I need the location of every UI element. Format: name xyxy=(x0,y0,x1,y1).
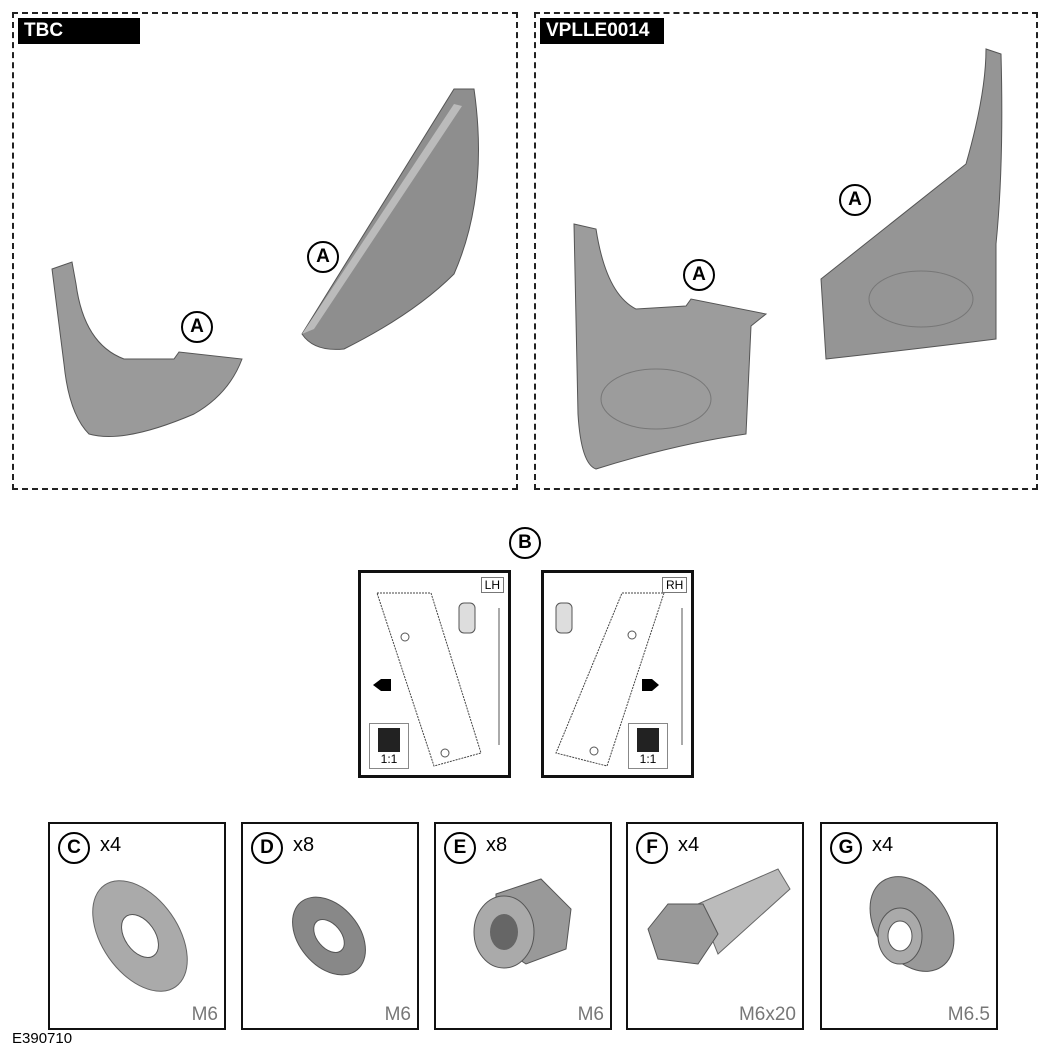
kit-panel-vplle0014: VPLLE0014 A A xyxy=(534,12,1038,490)
figure-id: E390710 xyxy=(12,1030,73,1047)
part-box-e: E x8 M6 xyxy=(434,822,612,1030)
front-arrow-icon xyxy=(642,679,659,691)
callout-a: A xyxy=(307,241,339,273)
part-quantity: x8 xyxy=(293,834,315,856)
drilling-template-lh: LH 1:1 xyxy=(358,570,511,778)
rear-mudflaps-illustration xyxy=(573,48,1003,470)
flat-washer-icon xyxy=(92,880,188,992)
template-outline xyxy=(555,592,683,767)
part-size: M6x20 xyxy=(738,1004,796,1025)
callout-a: A xyxy=(839,184,871,216)
part-box-g: G x4 M6.5 xyxy=(820,822,998,1030)
kit-panel-tbc: TBC A A xyxy=(12,12,518,490)
car-icon xyxy=(555,602,573,634)
rear-mudflaps-illustration xyxy=(51,88,479,437)
print-scale: 1:1 xyxy=(369,723,409,769)
flange-nut-icon xyxy=(473,878,572,969)
template-outline xyxy=(373,592,500,767)
front-arrow-icon xyxy=(373,679,391,691)
part-callout: D xyxy=(251,832,283,864)
part-size: M6 xyxy=(191,1004,218,1025)
part-quantity: x4 xyxy=(678,834,700,856)
part-callout: C xyxy=(58,832,90,864)
callout-a: A xyxy=(181,311,213,343)
part-box-f: F x4 M6x20 xyxy=(626,822,804,1030)
spacer-washer-icon xyxy=(292,896,366,976)
part-size: M6 xyxy=(577,1004,604,1025)
side-label: LH xyxy=(480,577,504,593)
printer-icon xyxy=(637,728,659,752)
part-callout: E xyxy=(444,832,476,864)
side-label: RH xyxy=(662,577,688,593)
print-scale: 1:1 xyxy=(628,723,668,769)
part-box-d: D x8 M6 xyxy=(241,822,419,1030)
callout-a: A xyxy=(683,259,715,291)
part-quantity: x4 xyxy=(872,834,894,856)
kit-label: VPLLE0014 xyxy=(540,18,664,44)
kit-label: TBC xyxy=(18,18,140,44)
part-size: M6.5 xyxy=(947,1004,990,1025)
callout-b: B xyxy=(509,527,541,559)
car-icon xyxy=(458,602,476,634)
hex-bolt-icon xyxy=(647,868,791,965)
part-box-c: C x4 M6 xyxy=(48,822,226,1030)
part-quantity: x8 xyxy=(486,834,508,856)
part-callout: F xyxy=(636,832,668,864)
shoulder-washer-icon xyxy=(869,876,955,972)
printer-icon xyxy=(378,728,400,752)
part-size: M6 xyxy=(384,1004,411,1025)
part-callout: G xyxy=(830,832,862,864)
drilling-template-rh: RH 1:1 xyxy=(541,570,694,778)
part-quantity: x4 xyxy=(100,834,122,856)
